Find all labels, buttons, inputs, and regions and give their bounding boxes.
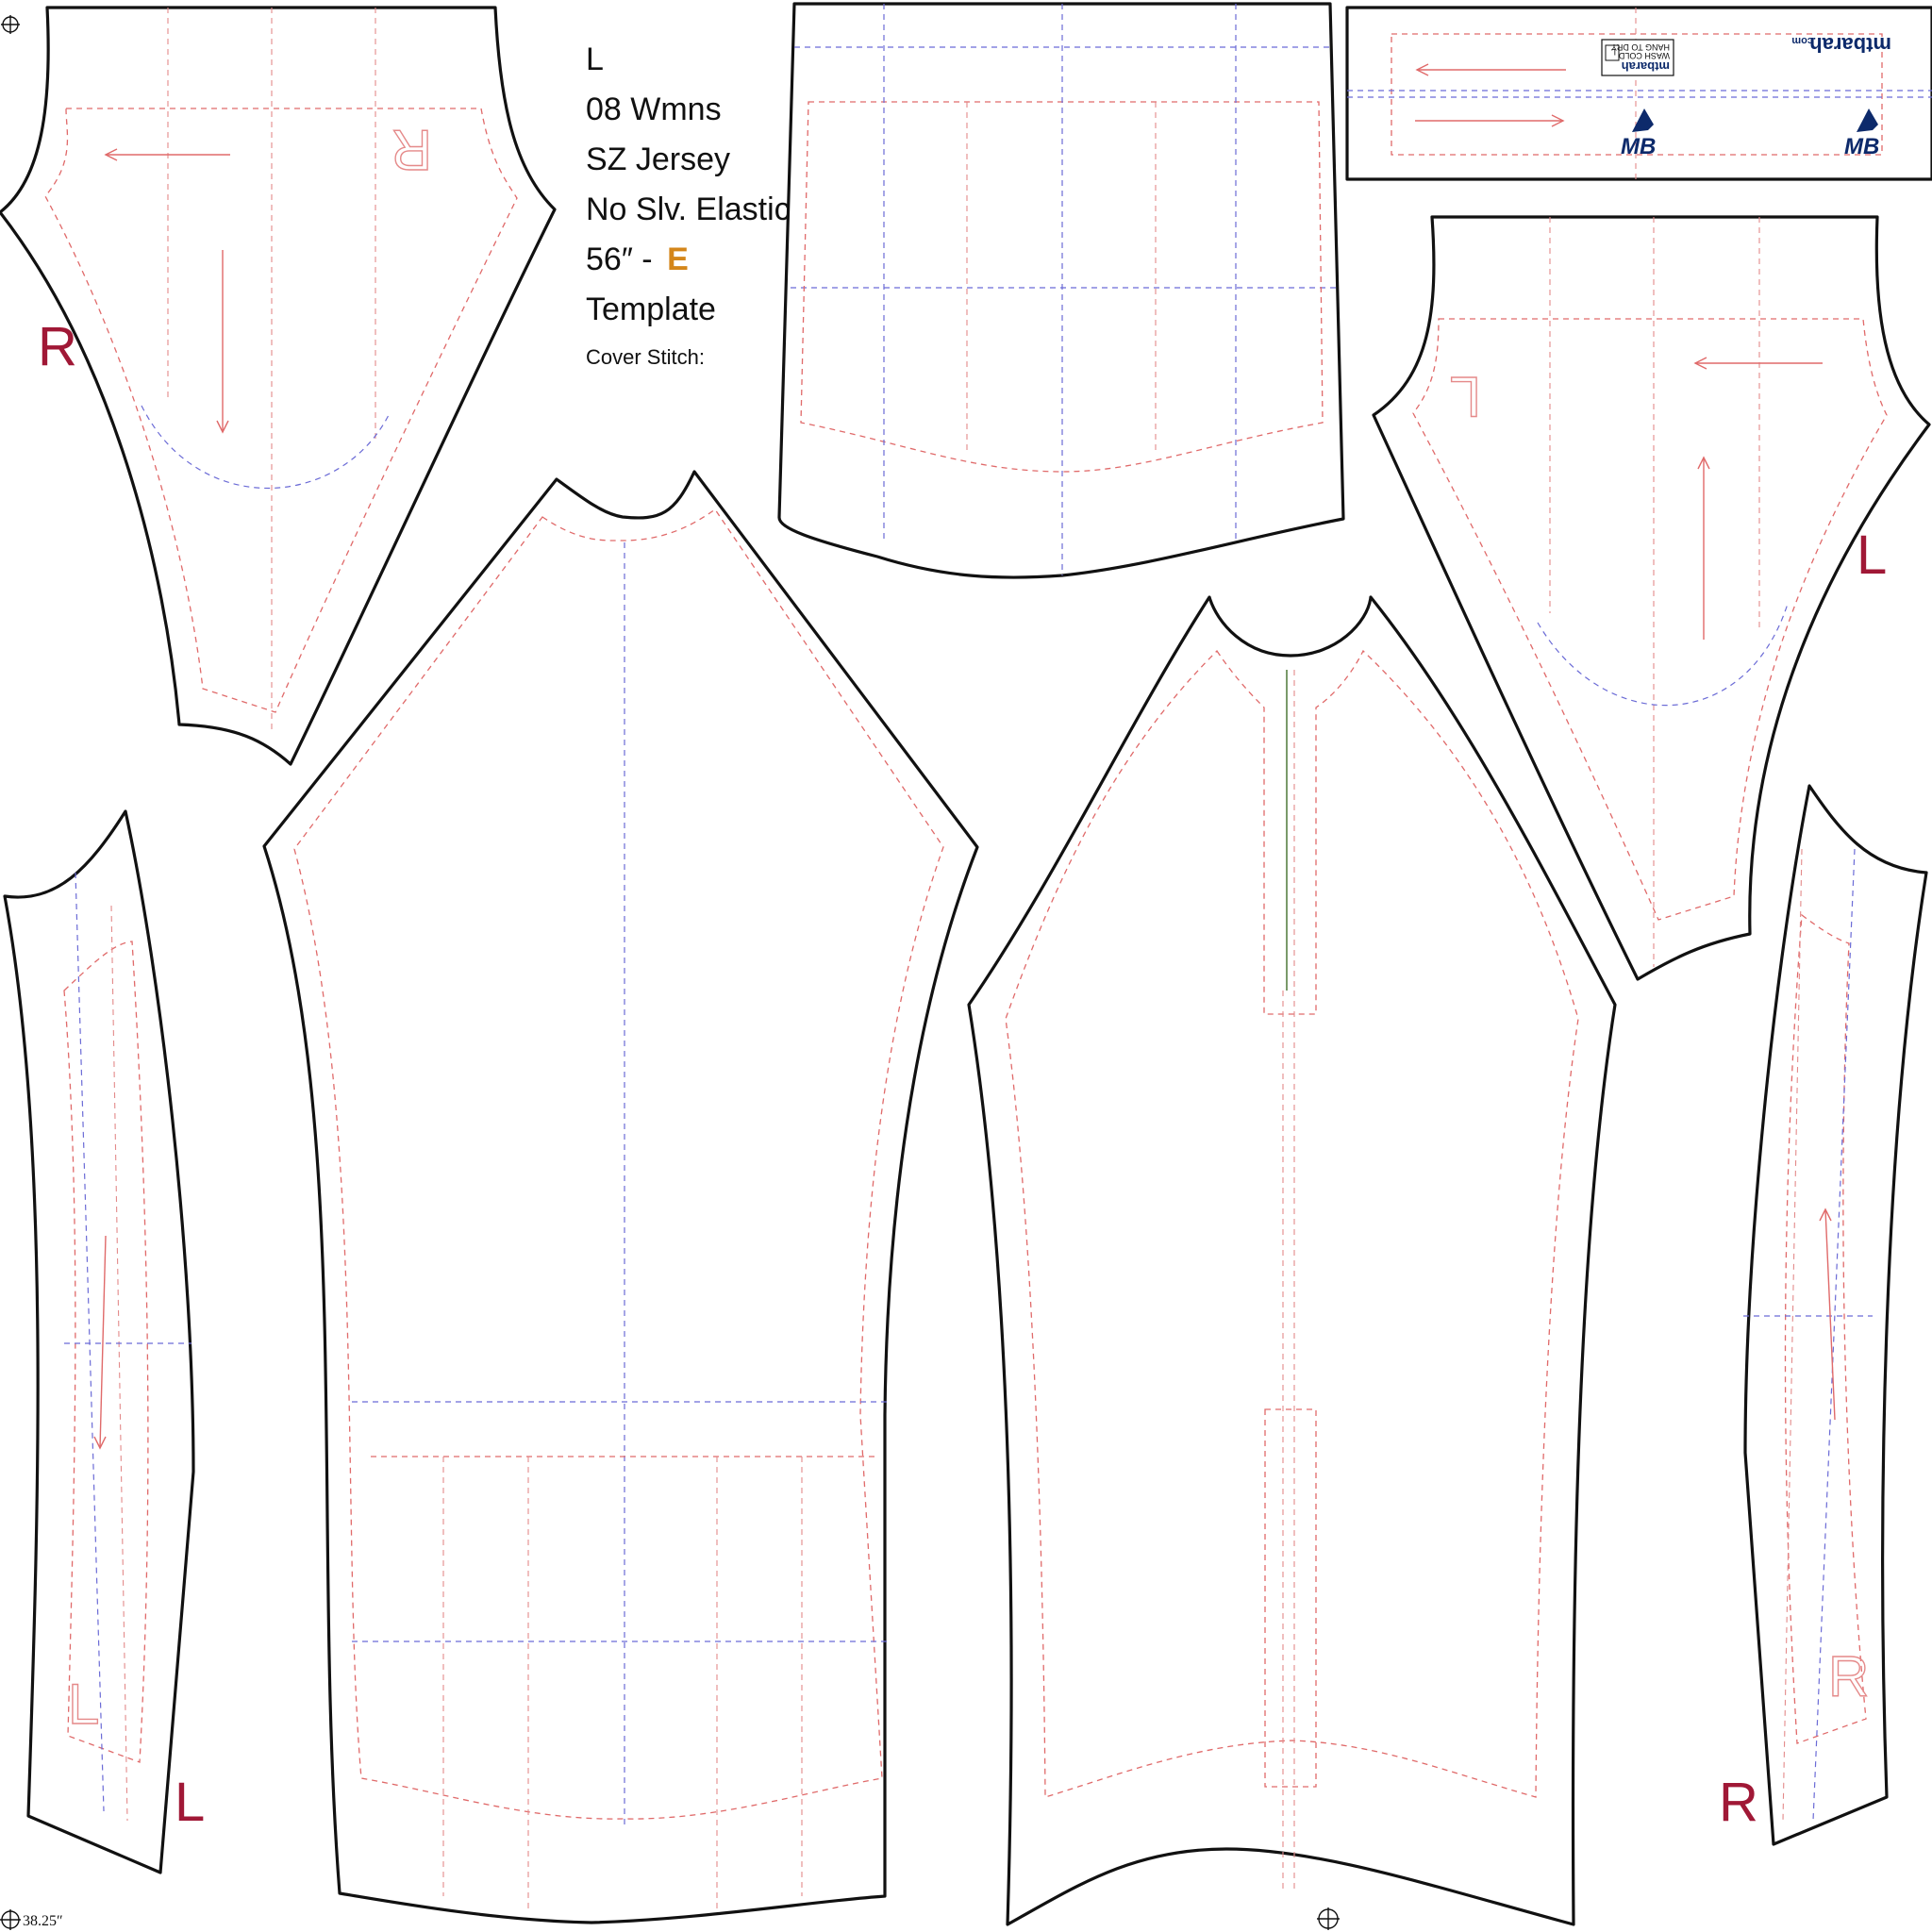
side-label-l-top-right: L bbox=[1857, 525, 1887, 586]
registration-mark-bottom-center bbox=[1317, 1907, 1340, 1930]
side-label-l-left-sleeve: L bbox=[175, 1772, 205, 1833]
template-spec-block: L 08 Wmns SZ Jersey No Slv. Elastic 56″ … bbox=[586, 42, 791, 369]
outline-letter-l-left-sleeve: L bbox=[68, 1673, 99, 1736]
spec-line-2: SZ Jersey bbox=[586, 142, 730, 177]
side-label-r-right-sleeve: R bbox=[1719, 1772, 1758, 1833]
mb-logo-left: MB bbox=[1621, 108, 1656, 159]
svg-text:MB: MB bbox=[1621, 134, 1656, 159]
svg-text:56″ - E: 56″ - E bbox=[586, 242, 689, 277]
panel-top-right-side: L bbox=[1372, 215, 1931, 981]
brand-wordmark: mtbarah .com bbox=[1791, 33, 1891, 57]
panel-front-body bbox=[967, 595, 1617, 1926]
panel-left-sleeve: L bbox=[3, 809, 195, 1874]
outline-letter-l-top-right: L bbox=[1450, 365, 1481, 428]
registration-mark-top-left bbox=[1, 15, 20, 34]
panel-right-sleeve: R bbox=[1743, 784, 1928, 1846]
registration-mark-bottom-left bbox=[0, 1909, 21, 1930]
svg-text:mtbarah: mtbarah bbox=[1809, 33, 1891, 57]
spec-line-1: 08 Wmns bbox=[586, 92, 722, 127]
panel-waistband-strip: mtbarah WASH COLD HANG TO DRY L mtbarah … bbox=[1345, 6, 1932, 181]
dimension-label: 38.25″ bbox=[23, 1913, 63, 1929]
outline-letter-r-top-left: R bbox=[391, 118, 432, 181]
care-label-tag: mtbarah WASH COLD HANG TO DRY L bbox=[1601, 39, 1674, 76]
panel-back-body bbox=[262, 470, 979, 1924]
spec-fit-code: E bbox=[667, 242, 689, 277]
spec-line-5: Template bbox=[586, 291, 716, 327]
panel-top-pocket bbox=[777, 2, 1345, 579]
side-label-r-top-left: R bbox=[38, 316, 77, 377]
spec-size: L bbox=[586, 42, 604, 77]
svg-text:WASH COLD: WASH COLD bbox=[1618, 51, 1670, 60]
svg-text:L: L bbox=[1611, 47, 1616, 57]
panel-top-left-side: R bbox=[0, 6, 557, 766]
mb-logo-right: MB bbox=[1844, 108, 1879, 159]
svg-text:mtbarah: mtbarah bbox=[1622, 59, 1670, 74]
svg-text:MB: MB bbox=[1844, 134, 1879, 159]
spec-line-3: No Slv. Elastic bbox=[586, 192, 791, 227]
spec-fit-prefix: 56″ - bbox=[586, 242, 653, 277]
spec-line-6: Cover Stitch: bbox=[586, 345, 705, 369]
outline-letter-r-right-sleeve: R bbox=[1828, 1645, 1869, 1708]
svg-text:HANG TO DRY: HANG TO DRY bbox=[1611, 42, 1670, 52]
svg-text:.com: .com bbox=[1791, 35, 1816, 46]
